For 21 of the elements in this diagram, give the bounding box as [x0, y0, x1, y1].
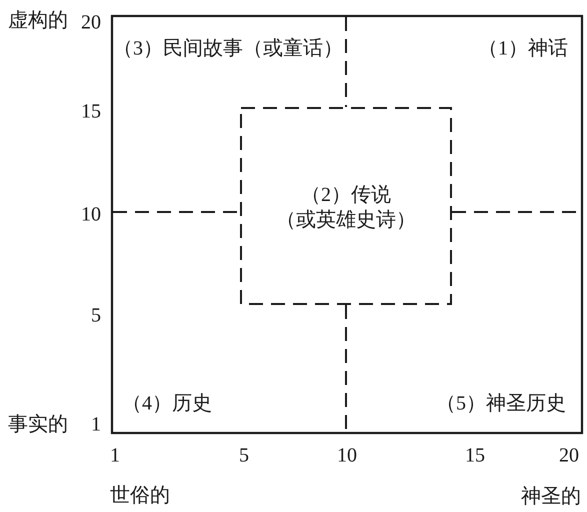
tick-label: 1 [91, 414, 101, 436]
tick-label: 15 [465, 444, 485, 468]
axis-label: 事实的 [8, 414, 68, 436]
region-label: （2）传说 [301, 184, 391, 207]
region-label: （3）民间故事（或童话） [113, 38, 343, 60]
region-label: （4）历史 [122, 392, 212, 416]
tick-label: 20 [559, 444, 579, 468]
tick-label: 5 [91, 304, 101, 328]
tick-label: 15 [81, 100, 101, 124]
axis-label: 世俗的 [110, 484, 170, 508]
region-label: （1）神话 [478, 38, 568, 60]
dashed-region-box [240, 107, 452, 305]
tick-label: 20 [81, 12, 101, 34]
tick-label: 10 [81, 204, 101, 226]
region-subtitle: （或英雄史诗） [276, 209, 416, 232]
axis-label: 虚构的 [8, 10, 68, 32]
tick-label: 5 [239, 444, 249, 468]
tick-label: 10 [337, 444, 357, 468]
region-label: （5）神圣历史 [436, 392, 566, 416]
axis-label: 神圣的 [521, 486, 581, 508]
tick-label: 1 [110, 444, 120, 468]
